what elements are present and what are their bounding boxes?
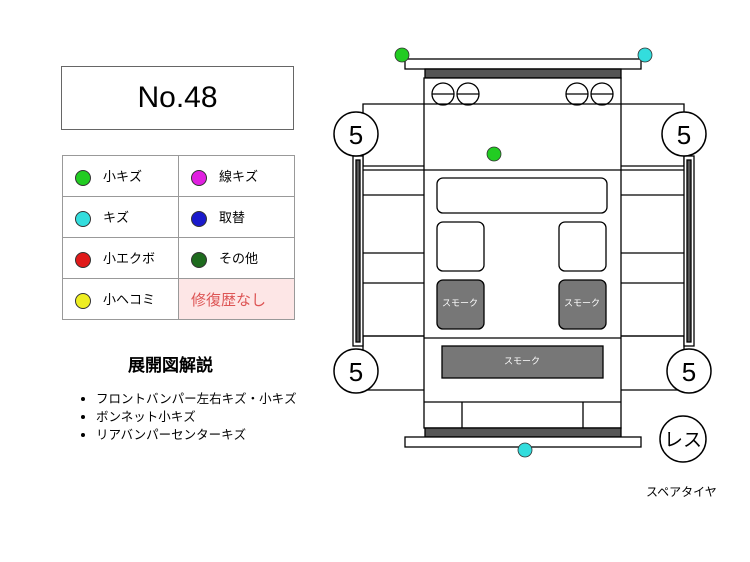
replaced-dot-icon xyxy=(191,210,207,227)
note-item: フロントバンパー左右キズ・小キズ xyxy=(96,390,297,408)
notes-list: フロントバンパー左右キズ・小キズ ボンネット小キズ リアバンパーセンターキズ xyxy=(78,390,297,444)
damage-legend: 小キズ 線キズ キズ 取替 小エクボ その他 小ヘコミ 修復歴なし xyxy=(62,155,295,320)
small-depression-dot-icon xyxy=(75,292,91,309)
note-item: リアバンパーセンターキズ xyxy=(96,426,297,444)
spare-tire-icon xyxy=(659,415,707,463)
smoke-label-right: スモーク xyxy=(564,298,600,309)
windshield xyxy=(436,177,608,214)
other-dot-icon xyxy=(191,251,207,268)
small-dent-dot-icon xyxy=(75,251,91,268)
smoke-window-right xyxy=(558,279,607,330)
front-grille xyxy=(424,68,622,79)
smoke-label-rear: スモーク xyxy=(504,356,540,367)
tire-front-right-label: 5 xyxy=(677,120,691,150)
spare-tire-mark: レス xyxy=(664,429,702,451)
tire-rear-left-icon xyxy=(333,348,379,394)
line-scratch-dot-icon xyxy=(191,169,207,186)
front-seat-left xyxy=(436,221,485,272)
note-item: ボンネット小キズ xyxy=(96,408,297,426)
car-number: No.48 xyxy=(61,66,294,130)
smoke-window-left xyxy=(436,279,485,330)
front-seat-right xyxy=(558,221,607,272)
legend-item-line-scratch: 線キズ xyxy=(178,155,295,197)
tire-rear-right-label: 5 xyxy=(682,357,696,387)
damage-marker-small-scratch xyxy=(486,146,502,162)
tire-front-left-icon xyxy=(333,111,379,157)
no-repair-history-badge: 修復歴なし xyxy=(178,278,295,320)
damage-marker-scratch xyxy=(517,442,533,458)
damage-marker-small-scratch xyxy=(394,47,410,63)
scratch-dot-icon xyxy=(75,210,91,227)
damage-marker-scratch xyxy=(637,47,653,63)
tire-front-right-icon xyxy=(661,111,707,157)
legend-item-other: その他 xyxy=(178,237,295,279)
smoke-label-left: スモーク xyxy=(442,298,478,309)
rear-garnish xyxy=(424,427,622,438)
spare-tire-label: スペアタイヤ xyxy=(646,485,717,499)
tire-front-left-label: 5 xyxy=(349,120,363,150)
tire-rear-left-label: 5 xyxy=(349,357,363,387)
smoke-rear-window xyxy=(441,345,604,379)
front-bumper xyxy=(404,58,642,70)
legend-item-small-depression: 小ヘコミ xyxy=(62,278,179,320)
legend-item-replaced: 取替 xyxy=(178,196,295,238)
tire-rear-right-icon xyxy=(666,348,712,394)
small-scratch-dot-icon xyxy=(75,169,91,186)
notes-title: 展開図解説 xyxy=(128,356,213,376)
